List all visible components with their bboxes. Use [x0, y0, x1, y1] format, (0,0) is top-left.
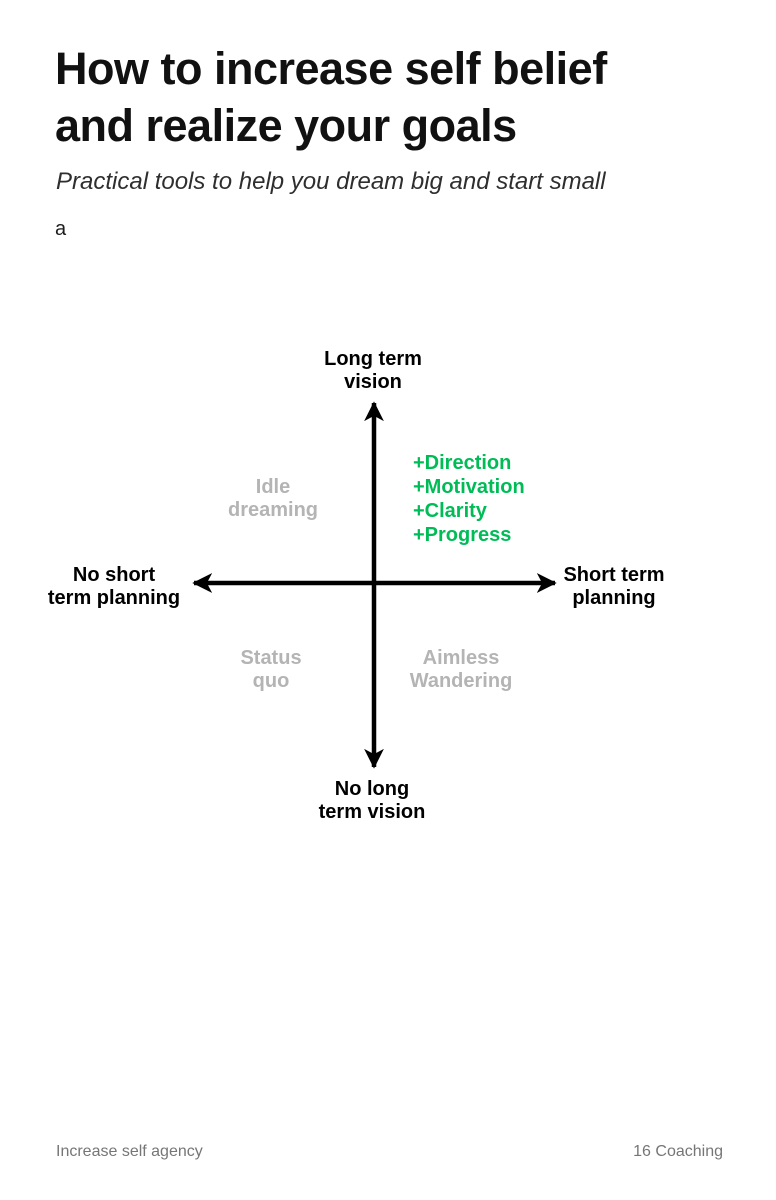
- footer-right-text: 16 Coaching: [633, 1143, 723, 1160]
- axis-label-right: Short term planning: [563, 564, 665, 609]
- benefit-item: +Clarity: [413, 500, 487, 522]
- axis-label-top: Long term vision: [324, 348, 422, 393]
- page-subtitle: Practical tools to help you dream big an…: [56, 168, 606, 195]
- quadrant-label-status-quo: Status quo: [240, 647, 302, 692]
- footer: Increase self agency 16 Coaching: [56, 1143, 723, 1161]
- quadrant-benefits-list: +Direction +Motivation +Clarity +Progres…: [413, 451, 525, 547]
- stray-text: a: [55, 218, 67, 240]
- benefit-item: +Progress: [413, 524, 512, 546]
- benefit-item: +Direction: [413, 452, 512, 474]
- footer-left-text: Increase self agency: [56, 1143, 203, 1160]
- page-title: How to increase self belief and realize …: [55, 43, 607, 151]
- axis-label-left: No short term planning: [47, 564, 181, 609]
- quadrant-label-idle-dreaming: Idle dreaming: [227, 476, 319, 521]
- axes-arrows-graphic: [192, 401, 557, 769]
- benefit-item: +Motivation: [413, 476, 525, 498]
- quadrant-label-aimless-wandering: Aimless Wandering: [409, 647, 513, 692]
- axis-label-bottom: No long term vision: [318, 778, 426, 823]
